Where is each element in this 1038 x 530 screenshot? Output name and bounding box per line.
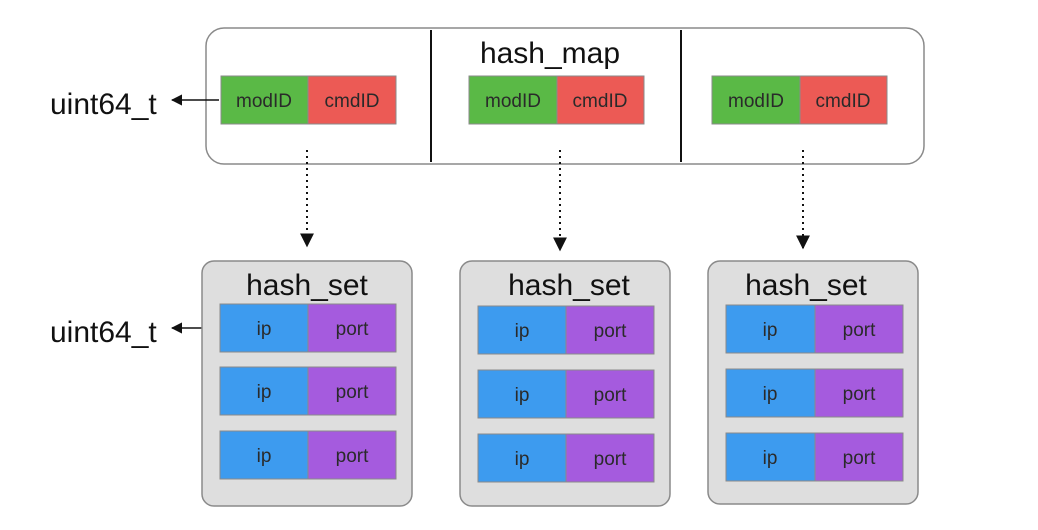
modid-label: modID	[236, 91, 292, 112]
ip-label: ip	[515, 449, 530, 470]
ip-label: ip	[515, 321, 530, 342]
port-label: port	[843, 384, 876, 405]
ip-cell	[725, 368, 816, 418]
port-cell	[565, 369, 655, 419]
ip-label: ip	[515, 385, 530, 406]
cmdid-label: cmdID	[816, 91, 871, 112]
port-cell	[307, 366, 397, 416]
ip-label: ip	[257, 446, 272, 467]
ip-cell	[725, 304, 816, 354]
port-label: port	[594, 449, 627, 470]
ip-cell	[477, 369, 567, 419]
port-label: port	[843, 320, 876, 341]
port-label: port	[336, 319, 369, 340]
port-label: port	[843, 448, 876, 469]
hash-set: hash_set ip port ip port ip port	[459, 260, 671, 507]
port-cell	[565, 305, 655, 355]
modid-label: modID	[728, 91, 784, 112]
modid-cell	[468, 75, 558, 125]
hash-map: hash_map modID cmdID modID cmdID modID c…	[205, 27, 925, 165]
cmdid-label: cmdID	[573, 91, 628, 112]
cmdid-cell	[556, 75, 645, 125]
ip-cell	[219, 430, 309, 480]
hash-set: hash_set ip port ip port ip port	[707, 260, 919, 505]
port-cell	[307, 303, 397, 353]
port-cell	[814, 368, 904, 418]
port-cell	[814, 304, 904, 354]
uint64-label-bottom: uint64_t	[50, 316, 157, 349]
port-label: port	[336, 446, 369, 467]
hash-map-entry: modID cmdID	[220, 75, 397, 125]
port-label: port	[594, 321, 627, 342]
ip-cell	[725, 432, 816, 482]
uint64-label-top: uint64_t	[50, 88, 157, 121]
ip-cell	[477, 433, 567, 483]
modid-label: modID	[485, 91, 541, 112]
hash-set-title: hash_set	[745, 269, 867, 302]
cmdid-label: cmdID	[325, 91, 380, 112]
hash-set-title: hash_set	[246, 269, 368, 302]
ip-label: ip	[257, 319, 272, 340]
modid-cell	[220, 75, 309, 125]
hash-set-title: hash_set	[508, 269, 630, 302]
ip-label: ip	[257, 382, 272, 403]
hash-map-entry: modID cmdID	[468, 75, 645, 125]
ip-label: ip	[763, 320, 778, 341]
hash-set: hash_set ip port ip port ip port	[201, 260, 413, 507]
ip-cell	[477, 305, 567, 355]
ip-label: ip	[763, 448, 778, 469]
port-label: port	[336, 382, 369, 403]
cmdid-cell	[307, 75, 397, 125]
ip-label: ip	[763, 384, 778, 405]
port-label: port	[594, 385, 627, 406]
modid-cell	[711, 75, 801, 125]
hash-map-entry: modID cmdID	[711, 75, 888, 125]
hash-map-title: hash_map	[480, 37, 620, 70]
port-cell	[565, 433, 655, 483]
port-cell	[814, 432, 904, 482]
cmdid-cell	[799, 75, 888, 125]
port-cell	[307, 430, 397, 480]
